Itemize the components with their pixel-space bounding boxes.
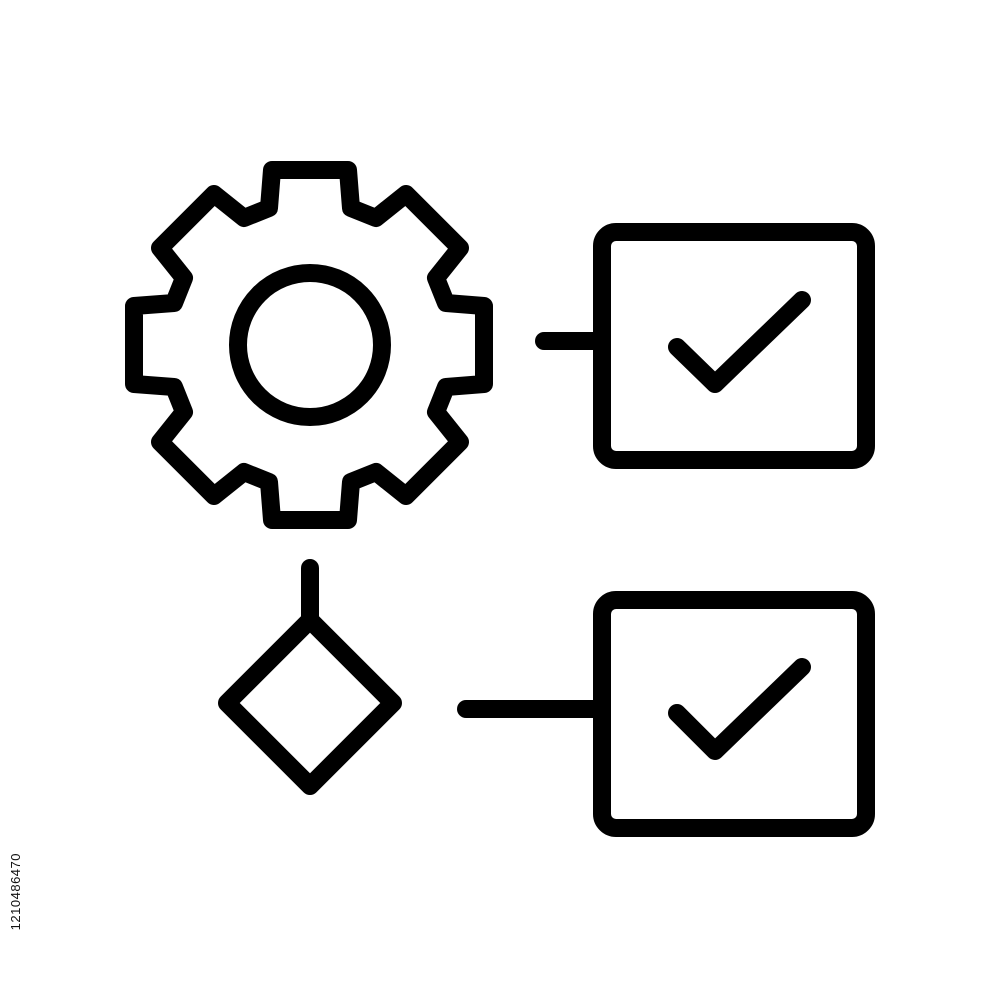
stock-image-id: 1210486470 <box>8 852 23 930</box>
decision-diamond-icon <box>218 611 402 795</box>
checkbox-icon-top <box>593 223 875 469</box>
checkmark-icon-bottom <box>668 658 811 760</box>
checkmark-icon-top <box>668 291 811 393</box>
gear-icon <box>125 161 493 529</box>
checkbox-icon-bottom <box>593 591 875 837</box>
gear-hub-circle <box>229 264 391 426</box>
